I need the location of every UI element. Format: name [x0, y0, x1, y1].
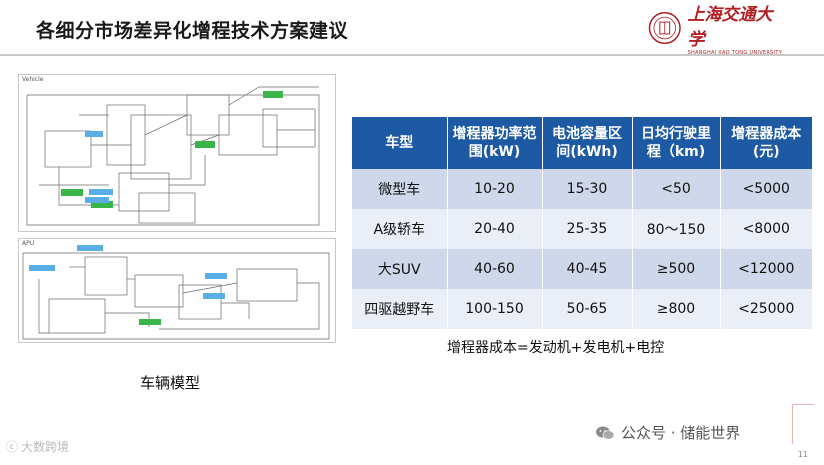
logo-name-en: SHANGHAI JIAO TONG UNIVERSITY: [687, 50, 783, 56]
table-row: A级轿车 20-40 25-35 80～150 <8000: [352, 209, 812, 249]
wechat-icon: [596, 426, 615, 440]
cell-vehicle-type: 大SUV: [352, 249, 448, 289]
cell-power: 100-150: [447, 289, 543, 329]
cell-battery: 15-30: [542, 169, 633, 209]
cell-power: 40-60: [447, 249, 543, 289]
cell-cost: <25000: [720, 289, 812, 329]
cell-vehicle-type: 四驱越野车: [352, 289, 448, 329]
header-range-extender-power: 增程器功率范围(kW): [447, 117, 543, 169]
vehicle-block-diagram: [26, 86, 320, 226]
cell-mileage: ≥500: [632, 249, 721, 289]
page-number: 11: [797, 450, 808, 459]
cell-cost: <12000: [720, 249, 812, 289]
corner-logo-icon: ⓒ: [6, 440, 19, 454]
vehicle-panel-label: Vehicle: [22, 76, 44, 83]
table-row: 四驱越野车 100-150 50-65 ≥800 <25000: [352, 289, 812, 329]
watermark-text: 公众号 · 储能世界: [621, 424, 741, 442]
table-row: 大SUV 40-60 40-45 ≥500 <12000: [352, 249, 812, 289]
table-header-row: 车型 增程器功率范围(kW) 电池容量区间(kWh) 日均行驶里程（km) 增程…: [352, 117, 812, 169]
cell-cost: <8000: [720, 209, 812, 249]
cell-mileage: 80～150: [632, 209, 721, 249]
apu-model-diagram: APU: [18, 238, 336, 343]
header-daily-mileage: 日均行驶里程（km): [632, 117, 721, 169]
cell-mileage: ≥800: [632, 289, 721, 329]
apu-panel-label: APU: [22, 240, 35, 247]
cost-formula-note: 增程器成本=发动机+发电机+电控: [447, 340, 665, 356]
market-spec-table: 车型 增程器功率范围(kW) 电池容量区间(kWh) 日均行驶里程（km) 增程…: [352, 117, 812, 329]
header-divider: [0, 54, 824, 56]
cell-cost: <5000: [720, 169, 812, 209]
cell-vehicle-type: A级轿车: [352, 209, 448, 249]
wechat-watermark: 公众号 · 储能世界: [595, 422, 740, 443]
cell-battery: 40-45: [542, 249, 633, 289]
cell-battery: 50-65: [542, 289, 633, 329]
cell-power: 10-20: [447, 169, 543, 209]
slide-title: 各细分市场差异化增程技术方案建议: [36, 20, 349, 42]
logo-name-cn: 上海交通大学: [687, 5, 773, 50]
model-caption: 车辆模型: [140, 374, 201, 392]
corner-watermark-text: 大数跨境: [21, 440, 70, 454]
corner-watermark: ⓒ 大数跨境: [6, 438, 69, 455]
table-row: 微型车 10-20 15-30 <50 <5000: [352, 169, 812, 209]
header-vehicle-type: 车型: [352, 117, 448, 169]
vehicle-model-diagram: Vehicle: [18, 74, 336, 232]
university-logo: 上海交通大学 SHANGHAI JIAO TONG UNIVERSITY: [648, 5, 788, 56]
corner-decoration: [792, 404, 814, 444]
seal-icon: [648, 11, 681, 45]
header-range-extender-cost: 增程器成本(元): [720, 117, 812, 169]
cell-vehicle-type: 微型车: [352, 169, 448, 209]
cell-mileage: <50: [632, 169, 721, 209]
apu-block-diagram: [22, 245, 330, 340]
cell-battery: 25-35: [542, 209, 633, 249]
header-battery-capacity: 电池容量区间(kWh): [542, 117, 633, 169]
cell-power: 20-40: [447, 209, 543, 249]
